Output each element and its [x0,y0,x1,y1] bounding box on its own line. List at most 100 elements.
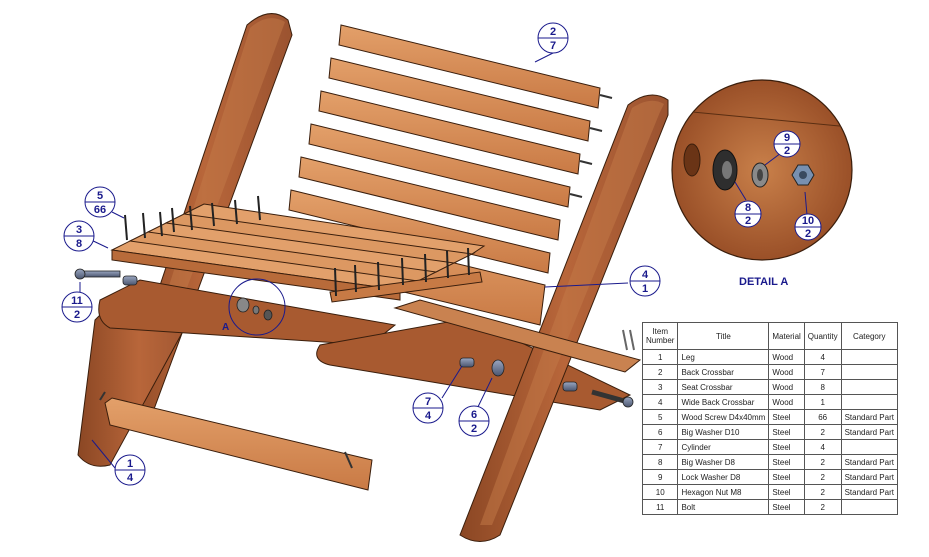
balloon-6-2: 6 2 [458,405,490,437]
bom-cell-category: Standard Part [840,484,898,500]
right-front-leg [393,299,642,373]
section-marker-label: A [222,322,229,333]
bom-cell-title: Big Washer D10 [677,424,770,440]
balloon-4-1: 4 1 [629,265,661,297]
balloon-item: 6 [471,409,477,421]
back-crossbars [288,24,613,274]
bom-cell-item-number: 8 [641,454,679,470]
balloon-3-8: 3 8 [63,220,95,252]
bom-cell-category: Standard Part [840,454,898,470]
bom-cell-material: Steel [768,409,805,425]
balloon-9-2: 9 2 [773,130,801,158]
balloon-item: 1 [127,458,133,470]
balloon-5-66: 5 66 [84,186,116,218]
bom-cell-item-number: 2 [641,364,679,380]
bom-cell-category [840,499,898,515]
bom-header-title: Title [677,322,770,350]
back-crossbar [318,90,593,175]
bom-cell-material: Steel [768,484,805,500]
left-front-leg [77,289,201,467]
section-marker-a: A [222,278,286,336]
front-crossbar [104,397,373,491]
bom-cell-material: Steel [768,439,805,455]
balloon-11-2: 11 2 [61,291,93,323]
balloon-7-4: 7 4 [412,392,444,424]
balloon-qty: 2 [784,145,790,157]
bom-cell-quantity: 2 [803,469,842,485]
balloon-qty: 8 [76,238,82,250]
bom-cell-title: Lock Washer D8 [677,469,770,485]
balloon-qty: 1 [642,283,648,295]
balloon-item: 11 [71,295,83,307]
balloon-10-2: 10 2 [794,213,822,241]
balloon-8-2: 8 2 [734,200,762,228]
right-rear-leg [459,94,669,542]
bom-cell-quantity: 4 [803,349,842,365]
bom-cell-quantity: 1 [803,394,842,410]
bom-cell-title: Leg [677,349,770,365]
bom-header-category: Category [840,322,898,350]
bom-cell-item-number: 5 [641,409,679,425]
bom-cell-item-number: 4 [641,394,679,410]
balloon-qty: 2 [74,309,80,321]
balloon-qty: 66 [94,204,106,216]
bom-cell-quantity: 7 [803,364,842,380]
bom-cell-category: Standard Part [840,469,898,485]
balloon-qty: 2 [471,423,477,435]
balloon-qty: 7 [550,40,556,52]
bom-cell-material: Steel [768,424,805,440]
balloon-item: 7 [425,396,431,408]
balloon-qty: 2 [745,215,751,227]
balloon-item: 10 [802,215,814,227]
balloon-item: 8 [745,202,751,214]
bom-cell-item-number: 9 [641,469,679,485]
detail-a-label: DETAIL A [739,276,788,288]
bom-cell-title: Bolt [677,499,770,515]
bom-cell-title: Hexagon Nut M8 [677,484,770,500]
balloon-item: 3 [76,224,82,236]
balloon-qty: 2 [805,228,811,240]
back-crossbar [308,123,583,208]
balloon-2-7: 2 7 [537,22,569,54]
bom-cell-item-number: 3 [641,379,679,395]
bom-cell-title: Wood Screw D4x40mm [677,409,770,425]
bom-cell-material: Wood [768,394,805,410]
bom-cell-category [840,379,898,395]
back-crossbar [298,156,561,241]
bom-cell-material: Wood [768,349,805,365]
bom-cell-quantity: 2 [803,484,842,500]
bom-cell-title: Seat Crossbar [677,379,770,395]
bom-cell-category [840,439,898,455]
bom-cell-title: Big Washer D8 [677,454,770,470]
bom-cell-category: Standard Part [840,409,898,425]
bom-cell-material: Steel [768,454,805,470]
bom-cell-material: Steel [768,469,805,485]
detail-a-view: DETAIL A [671,79,853,288]
balloon-item: 4 [642,269,649,281]
bom-cell-material: Wood [768,364,805,380]
left-seat-leg [98,279,397,346]
bom-cell-category [840,394,898,410]
bom-header-quantity: Quantity [803,322,842,350]
back-crossbar [328,57,603,142]
bom-cell-title: Back Crossbar [677,364,770,380]
bom-cell-item-number: 6 [641,424,679,440]
balloon-item: 9 [784,132,790,144]
wood-screws [124,195,470,297]
back-crossbar [338,24,613,109]
bom-cell-category [840,364,898,380]
bom-cell-quantity: 66 [803,409,842,425]
bom-cell-quantity: 2 [803,424,842,440]
